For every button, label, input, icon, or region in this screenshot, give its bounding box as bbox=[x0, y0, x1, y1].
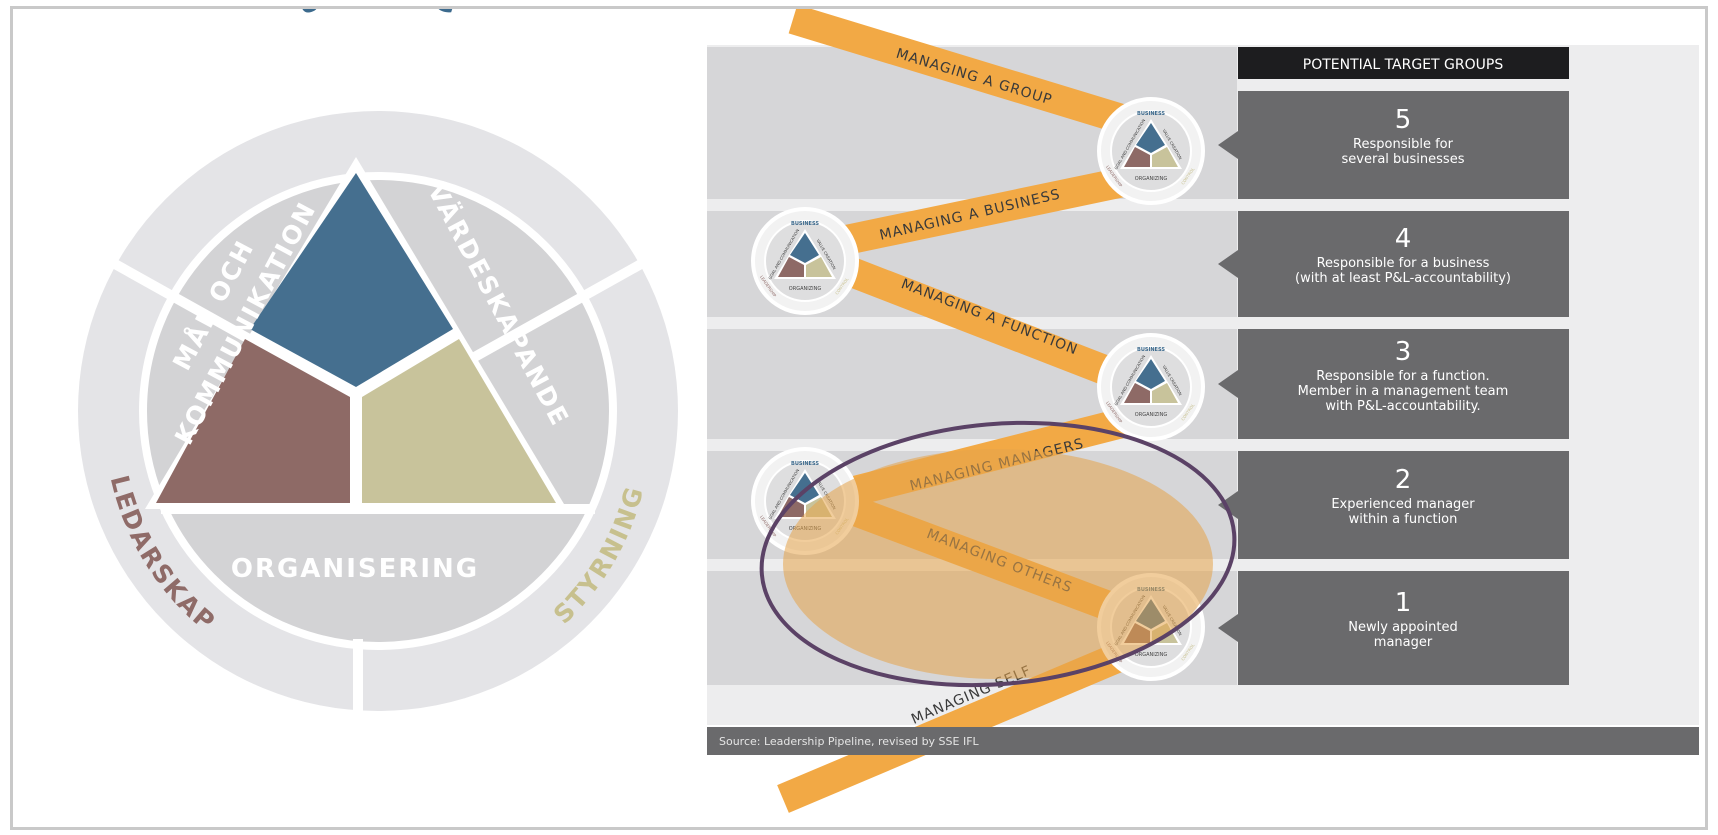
management-model: UPPDRAG MÅL OCH KOMMUNIKATION VÄRDESKAPA… bbox=[78, 0, 678, 711]
source-bar bbox=[707, 727, 1699, 755]
target-group-description: (with at least P&L-accountability) bbox=[1295, 271, 1511, 286]
highlight-circle bbox=[759, 420, 1237, 688]
target-group-description: with P&L-accountability. bbox=[1325, 399, 1480, 414]
target-group-panel bbox=[1218, 91, 1569, 199]
passage-group bbox=[788, 4, 1153, 142]
target-group-description: Responsible for bbox=[1353, 137, 1454, 152]
svg-text:BUSINESS: BUSINESS bbox=[1137, 347, 1165, 353]
svg-text:BUSINESS: BUSINESS bbox=[1137, 111, 1165, 117]
brown-segment bbox=[156, 339, 350, 503]
target-group-number: 4 bbox=[1395, 224, 1412, 254]
header-bar bbox=[1238, 47, 1569, 79]
target-group-panel bbox=[1218, 329, 1569, 439]
target-group-number: 3 bbox=[1395, 337, 1412, 367]
svg-text:BUSINESS: BUSINESS bbox=[791, 461, 819, 467]
target-group-description: within a function bbox=[1349, 512, 1458, 527]
target-group-description: Responsible for a business bbox=[1317, 256, 1490, 271]
target-group-panel bbox=[1218, 211, 1569, 317]
target-group-description: Experienced manager bbox=[1331, 497, 1475, 512]
target-group-panel bbox=[1218, 451, 1569, 559]
target-group-number: 2 bbox=[1395, 465, 1412, 495]
svg-text:ORGANIZING: ORGANIZING bbox=[789, 286, 822, 292]
source-label: Source: Leadership Pipeline, revised by … bbox=[719, 735, 980, 748]
passage-business bbox=[799, 164, 1142, 264]
passage-self bbox=[777, 635, 1144, 813]
uppdrag-label: UPPDRAG bbox=[294, 9, 461, 21]
organisering-label: ORGANISERING bbox=[231, 554, 479, 584]
olive-segment bbox=[362, 339, 556, 503]
target-group-description: manager bbox=[1374, 635, 1433, 650]
blue-segment bbox=[250, 173, 453, 387]
image-frame: UPPDRAG MÅL OCH KOMMUNIKATION VÄRDESKAPA… bbox=[10, 0, 1708, 830]
target-group-panel bbox=[1218, 571, 1569, 685]
svg-text:ORGANIZING: ORGANIZING bbox=[1135, 176, 1168, 182]
target-group-description: Member in a management team bbox=[1298, 384, 1509, 399]
target-group-number: 5 bbox=[1395, 105, 1412, 135]
svg-text:ORGANIZING: ORGANIZING bbox=[1135, 652, 1168, 658]
leadership-diagram: UPPDRAG MÅL OCH KOMMUNIKATION VÄRDESKAPA… bbox=[78, 0, 1699, 813]
target-group-description: several businesses bbox=[1342, 152, 1465, 167]
passage-function bbox=[812, 245, 1144, 397]
highlight-fill bbox=[783, 449, 1213, 679]
svg-text:ORGANIZING: ORGANIZING bbox=[1135, 412, 1168, 418]
header-label: POTENTIAL TARGET GROUPS bbox=[1303, 57, 1504, 73]
target-group-description: Newly appointed bbox=[1348, 620, 1457, 635]
target-group-description: Responsible for a function. bbox=[1316, 369, 1489, 384]
svg-text:BUSINESS: BUSINESS bbox=[791, 221, 819, 227]
target-group-number: 1 bbox=[1395, 588, 1412, 618]
